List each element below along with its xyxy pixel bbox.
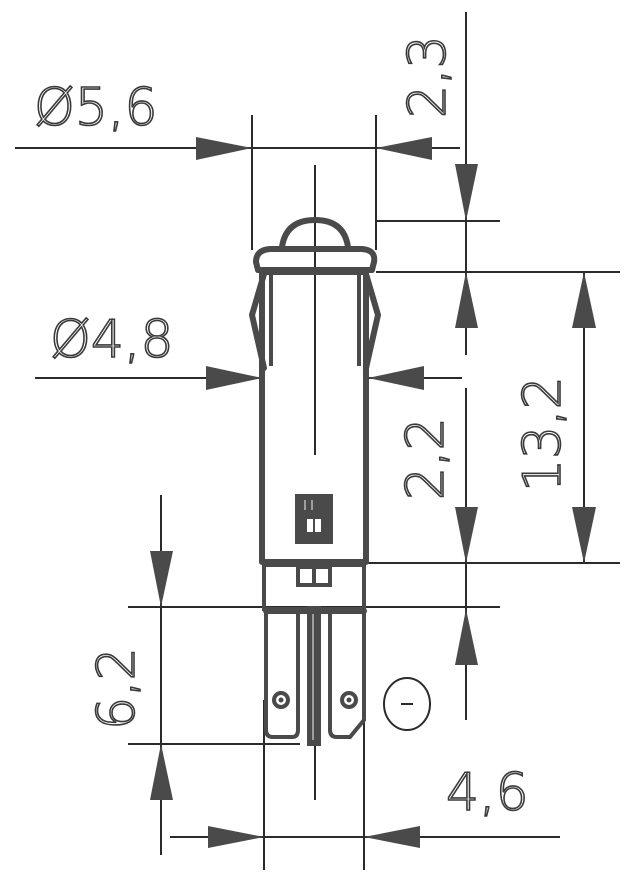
dim-lens-height: 2,3 bbox=[398, 35, 458, 118]
body-diameter-dimension bbox=[35, 366, 462, 390]
dim-terminal-length: 6,2 bbox=[87, 647, 147, 730]
terminal-width-dimension bbox=[170, 700, 560, 870]
dim-body-length: 13,2 bbox=[513, 376, 573, 492]
dim-terminal-width: 4,6 bbox=[446, 763, 529, 823]
body-length-dimension bbox=[572, 272, 596, 563]
lens-height-dimension bbox=[376, 12, 500, 355]
clip-height-dimension bbox=[455, 388, 478, 720]
center-pin bbox=[307, 606, 321, 746]
dim-body-diameter: Ø4,8 bbox=[50, 310, 174, 370]
head-diameter-dimension bbox=[15, 115, 460, 250]
dim-clip-height: 2,2 bbox=[396, 417, 456, 500]
terminal-length-dimension bbox=[150, 495, 173, 855]
led-lamp-outline bbox=[249, 217, 381, 746]
polarity-marking bbox=[295, 494, 333, 544]
negative-polarity-symbol bbox=[383, 677, 431, 731]
dim-head-diameter: Ø5,6 bbox=[34, 78, 158, 138]
